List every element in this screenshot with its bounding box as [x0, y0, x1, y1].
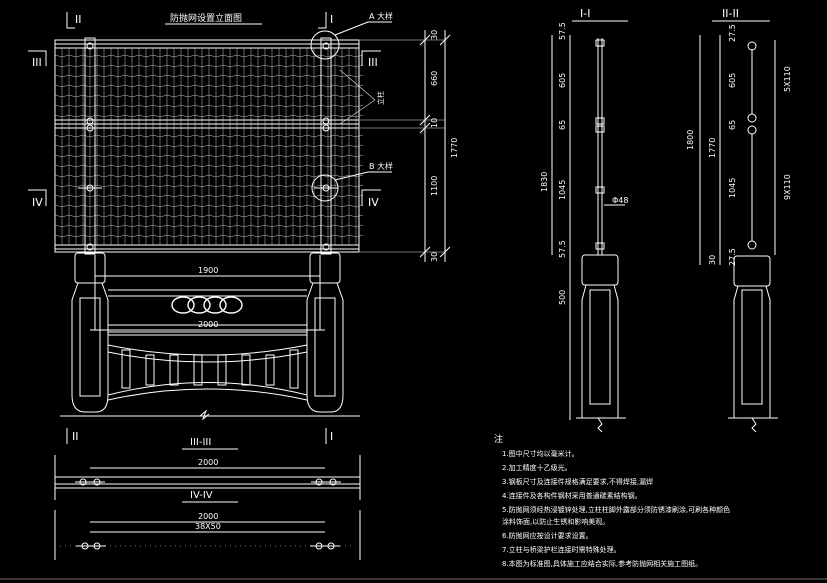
notes-title: 注: [494, 433, 503, 445]
svg-text:65: 65: [728, 120, 737, 130]
elevation-dimensions: 30 660 10 1100 30 1770 1770: [419, 30, 459, 262]
svg-text:27.5: 27.5: [728, 248, 737, 266]
svg-text:2000: 2000: [198, 512, 218, 521]
svg-text:IV: IV: [32, 196, 43, 209]
svg-text:2000: 2000: [198, 320, 218, 329]
svg-text:II: II: [72, 430, 79, 443]
section-II-II: II-II 27.5 605 65 1045 30 27.5 1770 1800…: [686, 7, 792, 433]
svg-text:1045: 1045: [728, 178, 737, 198]
section-mark-I-top: I: [318, 12, 333, 29]
svg-text:57.5: 57.5: [558, 22, 567, 40]
svg-text:I: I: [330, 13, 333, 26]
note-8: 8.本图为标准图,具体施工应结合实际,参考防抛网相关施工图纸。: [502, 559, 702, 568]
svg-text:30: 30: [430, 252, 439, 262]
svg-text:B 大样: B 大样: [369, 161, 393, 171]
svg-text:9X110: 9X110: [783, 174, 792, 200]
svg-text:A 大样: A 大样: [369, 11, 393, 21]
note-7: 7.立柱与桥梁护栏连接时需特殊处理。: [502, 545, 621, 554]
svg-text:500: 500: [558, 290, 567, 305]
svg-text:1770: 1770: [708, 138, 717, 158]
svg-text:立柱: 立柱: [376, 91, 385, 105]
svg-text:38X50: 38X50: [195, 522, 221, 531]
note-5-cont: 涂料饰面,以防止生锈和影响美观。: [502, 517, 609, 526]
svg-text:1900: 1900: [198, 266, 218, 275]
extension-lines: [360, 39, 445, 253]
svg-text:II: II: [75, 13, 82, 26]
note-1: 1.图中尺寸均以毫米计。: [502, 449, 579, 458]
detail-circle-a: A 大样: [310, 11, 393, 60]
svg-text:1100: 1100: [430, 176, 439, 196]
svg-text:605: 605: [558, 73, 567, 88]
notes-block: 注 1.图中尺寸均以毫米计。 2.加工精度十乙级光。 3.钢板尺寸及连接件规格满…: [494, 433, 730, 568]
elevation-title: 防抛网设置立面图: [170, 12, 242, 24]
svg-text:30: 30: [708, 255, 717, 265]
parapet-base: [60, 252, 360, 421]
post-left: [84, 37, 96, 255]
svg-text:1800: 1800: [686, 130, 695, 150]
svg-text:III: III: [368, 56, 378, 69]
note-5: 5.防抛网须经热浸镀锌处理,立柱柱脚外露部分须防锈漆刷涂,可刷各种颜色: [502, 505, 730, 514]
svg-text:IV: IV: [368, 196, 379, 209]
base-dimension-2000: 2000: [90, 320, 325, 331]
section-IV-IV: IV-IV 2000 38X50: [54, 490, 361, 560]
ring-ornament: [171, 296, 243, 314]
section-mark-IV-right: IV: [361, 189, 381, 209]
bridge-deck-struts: [121, 349, 299, 389]
section-mark-II-top: II: [66, 12, 82, 29]
svg-text:57.5: 57.5: [558, 240, 567, 258]
svg-text:1045: 1045: [558, 180, 567, 200]
base-dimension-1900: 1900: [95, 266, 320, 277]
svg-text:III: III: [32, 56, 42, 69]
note-6: 6.防抛网应按设计要求设置。: [502, 531, 593, 540]
section-I-I: I-I 57.5 605 65 1045 57.5 500 1830 Φ48: [540, 7, 628, 433]
note-2: 2.加工精度十乙级光。: [502, 463, 572, 472]
svg-text:605: 605: [728, 73, 737, 88]
svg-text:IV-IV: IV-IV: [190, 490, 213, 501]
svg-text:Φ48: Φ48: [612, 196, 628, 205]
elevation-total-dim: 1770: [450, 138, 459, 158]
svg-text:5X110: 5X110: [783, 66, 792, 92]
section-mark-I-bottom: I: [325, 428, 333, 444]
post-bolts: [78, 42, 338, 251]
section-III-III: III-III 2000: [54, 437, 361, 500]
svg-text:30: 30: [430, 30, 439, 40]
mesh-panel: [54, 39, 364, 253]
section-mark-II-bottom: II: [66, 428, 79, 444]
section-mark-III-right: III: [361, 50, 381, 69]
section-mark-IV-left: IV: [28, 189, 47, 209]
section-mark-III-left: III: [28, 50, 47, 69]
post-right: [320, 37, 332, 255]
svg-text:II-II: II-II: [722, 7, 739, 20]
svg-text:I-I: I-I: [580, 7, 590, 20]
svg-text:I: I: [330, 430, 333, 443]
svg-text:1830: 1830: [540, 172, 549, 192]
rails: [55, 43, 359, 250]
svg-text:27.5: 27.5: [728, 24, 737, 42]
post-callout: 立柱: [339, 69, 385, 125]
svg-text:660: 660: [430, 71, 439, 86]
note-3: 3.钢板尺寸及连接件规格满足要求,不得焊接,漏焊: [502, 477, 653, 486]
detail-circle-b: B 大样: [311, 161, 393, 202]
svg-text:2000: 2000: [198, 458, 218, 467]
note-4: 4.连接件及各构件钢材采用普通碳素结构钢。: [502, 491, 642, 500]
svg-text:III-III: III-III: [190, 437, 211, 448]
svg-text:65: 65: [558, 120, 567, 130]
svg-text:10: 10: [430, 118, 439, 128]
